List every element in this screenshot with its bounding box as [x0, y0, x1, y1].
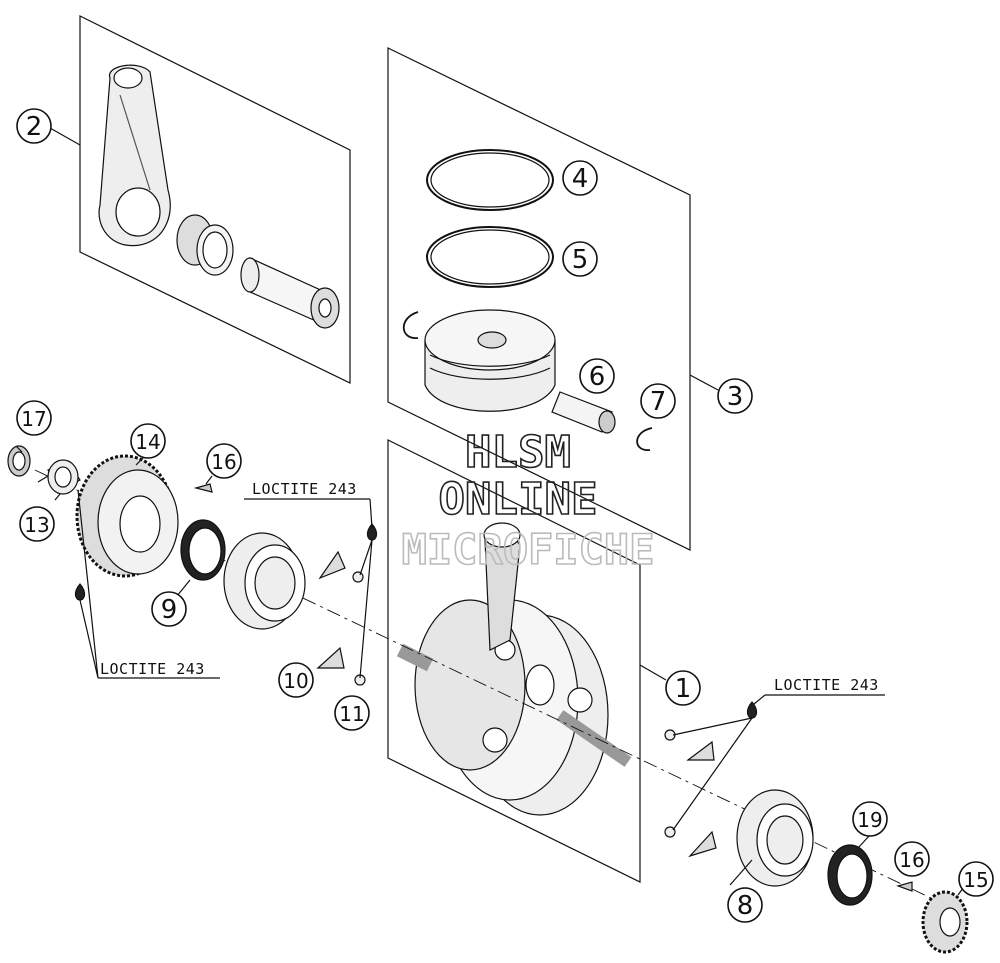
- connecting-rod: [98, 64, 171, 247]
- watermark-line3: MICROFICHE: [402, 525, 655, 574]
- spacer-17: [7, 445, 31, 477]
- crankshaft: [396, 522, 632, 816]
- crank-pin: [240, 257, 340, 329]
- callout-markers: [16, 108, 994, 923]
- callout-9: 9: [161, 595, 178, 625]
- bearing-retainer-lower: [316, 646, 345, 669]
- screw-right-lower: [664, 826, 676, 838]
- callout-3: 3: [727, 382, 744, 412]
- screw-upper: [352, 571, 364, 583]
- left-side-parts: [7, 445, 378, 686]
- callout-13: 13: [24, 513, 49, 537]
- callout-6: 6: [589, 362, 606, 392]
- loctite-drop-right: [746, 701, 758, 719]
- primary-gear: [75, 454, 179, 578]
- conrod-panel: [49, 15, 351, 384]
- bearing-retainer-upper: [318, 550, 346, 580]
- bearing-sleeve: [176, 214, 234, 276]
- piston-circlip-right: [636, 427, 653, 451]
- piston-ring-top: [426, 149, 554, 211]
- bearing-retainer-right-lower: [688, 830, 717, 858]
- piston-circlip-left: [402, 311, 419, 339]
- callout-10: 10: [283, 669, 308, 693]
- watermark-line1: HLSM: [465, 427, 571, 478]
- timing-gear-15: [921, 890, 969, 954]
- callout-7: 7: [650, 387, 667, 417]
- callout-17: 17: [21, 407, 46, 431]
- callout-15: 15: [963, 868, 988, 892]
- callout-11: 11: [339, 702, 364, 726]
- callout-1: 1: [675, 674, 692, 704]
- loctite-label-right: LOCTITE 243: [774, 676, 879, 694]
- callout-14: 14: [135, 430, 160, 454]
- bearing-retainer-right-upper: [686, 740, 715, 761]
- callout-8: 8: [737, 891, 754, 921]
- loctite-label-top: LOCTITE 243: [252, 480, 357, 498]
- callout-19: 19: [857, 808, 882, 832]
- piston-panel: [387, 47, 719, 551]
- watermark-line2: ONLINE: [439, 474, 598, 525]
- loctite-label-left: LOCTITE 243: [100, 660, 205, 678]
- woodruff-key-right: [896, 881, 913, 892]
- callout-16-right: 16: [899, 848, 924, 872]
- watermark: HLSM ONLINE MICROFICHE: [401, 426, 655, 575]
- loctite-drop-left: [74, 583, 86, 601]
- callout-16-left: 16: [211, 450, 236, 474]
- woodruff-key-left: [193, 483, 213, 493]
- callout-2: 2: [26, 112, 43, 142]
- callout-4: 4: [572, 164, 589, 194]
- main-bearing-right: [736, 789, 814, 887]
- callout-5: 5: [572, 245, 589, 275]
- piston: [424, 309, 556, 412]
- right-side-parts: [664, 701, 969, 954]
- piston-ring-second: [426, 226, 554, 288]
- main-bearing-left: [223, 532, 306, 630]
- piston-pin: [551, 391, 616, 434]
- crankshaft-panel: [387, 439, 667, 883]
- seal-ring-9: [180, 519, 226, 581]
- seal-ring-19: [827, 844, 873, 906]
- nut-13: [47, 459, 81, 495]
